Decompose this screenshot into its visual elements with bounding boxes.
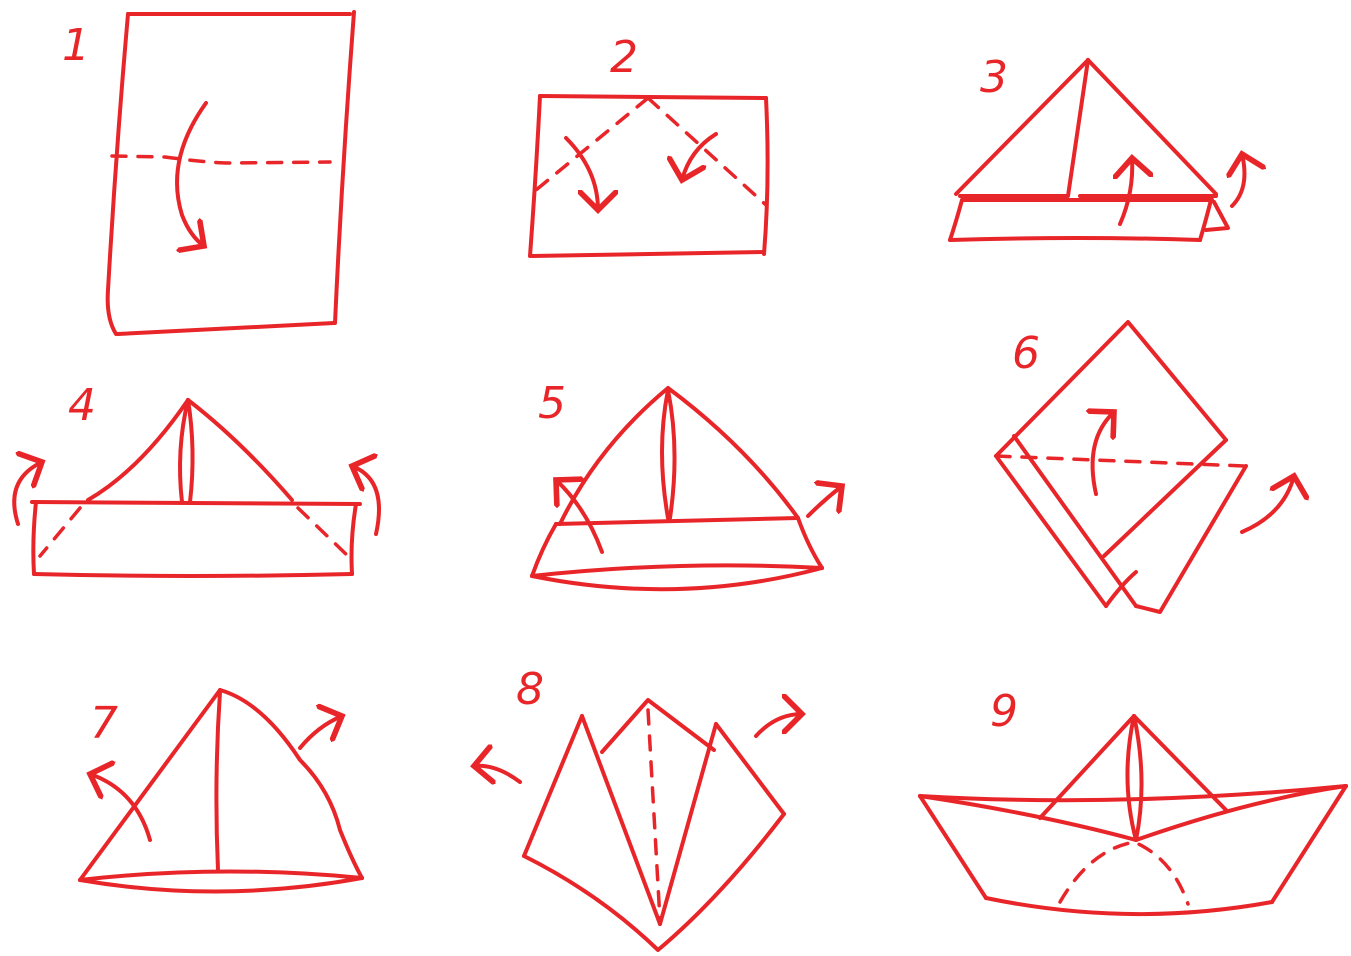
step-6-diamond (994, 320, 1248, 614)
step-7: 7 (78, 688, 364, 894)
step-4-number: 4 (68, 380, 96, 431)
step-4-left-crease (38, 506, 82, 558)
step-9-number: 9 (990, 686, 1018, 737)
step-4-peak (86, 398, 294, 504)
step-7-hat (78, 688, 364, 894)
step-8: 8 (474, 664, 802, 952)
step-2-left-arrow (564, 136, 598, 210)
step-2-right-arrow (682, 132, 718, 180)
step-3: 3 (948, 52, 1244, 242)
step-6-fold-line (994, 454, 1246, 468)
step-8-number: 8 (516, 664, 544, 715)
step-8-right-arrow (754, 714, 802, 738)
step-7-left-arrow (90, 774, 152, 842)
step-6-number: 6 (1012, 328, 1040, 379)
step-4-left-arrow (12, 462, 42, 526)
step-3-bottom-strip (948, 194, 1230, 242)
step-8-left-arrow (474, 766, 522, 782)
step-2-number: 2 (610, 32, 638, 83)
step-9-boat (918, 714, 1348, 917)
step-3-side-arrow (1232, 154, 1244, 208)
step-3-up-arrow (1120, 158, 1132, 226)
step-7-number: 7 (90, 698, 118, 749)
step-5-number: 5 (538, 378, 566, 429)
step-2-folded-sheet (528, 94, 770, 258)
step-1-sheet (105, 10, 356, 336)
step-5-left-arrow (556, 480, 604, 554)
step-9: 9 (918, 686, 1348, 917)
step-3-triangle (954, 58, 1218, 198)
step-2-right-fold-line (646, 96, 768, 207)
step-5-hat (530, 386, 824, 592)
step-4: 4 (12, 380, 381, 578)
step-5-right-arrow (806, 486, 842, 518)
step-4-band (30, 500, 362, 578)
step-1-fold-arrow (175, 101, 208, 246)
step-1-number: 1 (62, 20, 90, 71)
step-4-right-arrow (352, 466, 381, 536)
step-7-right-arrow (298, 716, 342, 750)
step-2: 2 (528, 32, 770, 258)
step-1-fold-line (110, 154, 332, 165)
step-1: 1 (62, 10, 356, 336)
step-5: 5 (530, 378, 842, 592)
step-8-center-crease (646, 708, 662, 922)
step-6-up-arrow (1093, 412, 1114, 496)
step-9-inner-crease (1058, 840, 1190, 906)
step-8-shape (522, 698, 786, 952)
step-3-number: 3 (980, 52, 1008, 103)
step-6-side-arrow (1240, 476, 1294, 534)
step-6: 6 (994, 320, 1294, 614)
step-4-right-crease (296, 506, 350, 558)
